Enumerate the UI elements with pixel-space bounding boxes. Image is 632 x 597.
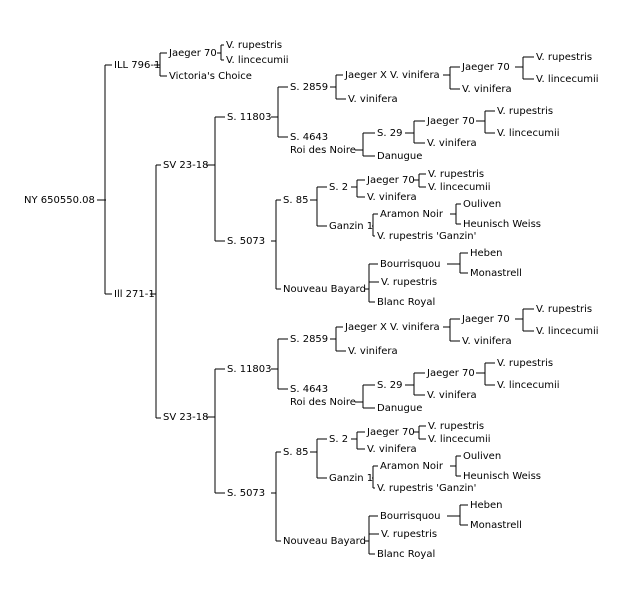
- node-label: V. lincecumii: [497, 380, 560, 391]
- node-label: S. 29: [377, 128, 402, 139]
- node-label: Nouveau Bayard: [283, 284, 366, 295]
- node-label: SV 23-18: [163, 160, 208, 171]
- node-label: V. lincecumii: [536, 74, 599, 85]
- node-label: Roi des Noire: [290, 397, 356, 408]
- node-label: Jaeger 70: [426, 116, 475, 127]
- node-label: Danugue: [377, 403, 422, 414]
- node-label: V. rupestris: [497, 106, 553, 117]
- node-label: Danugue: [377, 151, 422, 162]
- node-label: V. lincecumii: [428, 434, 491, 445]
- node-label: V. rupestris: [497, 358, 553, 369]
- node-label: V. vinifera: [348, 94, 398, 105]
- node-label: Aramon Noir: [380, 461, 444, 472]
- node-label: Jaeger 70: [366, 175, 415, 186]
- node-label: V. vinifera: [348, 346, 398, 357]
- node-label: S. 11803: [227, 364, 272, 375]
- node-label: S. 29: [377, 380, 402, 391]
- node-label: Bourrisquou: [380, 259, 441, 270]
- node-label: S. 11803: [227, 112, 272, 123]
- node-label: Victoria's Choice: [169, 71, 252, 82]
- node-label: V. vinifera: [367, 192, 417, 203]
- node-label: V. vinifera: [367, 444, 417, 455]
- node-label: Ill 271-1: [114, 289, 155, 300]
- node-label: NY 650550.08: [24, 195, 95, 206]
- node-label: S. 5073: [227, 236, 265, 247]
- node-label: V. rupestris: [428, 421, 484, 432]
- node-label: S. 2859: [290, 82, 328, 93]
- node-label: S. 5073: [227, 488, 265, 499]
- node-label: V. rupestris 'Ganzin': [377, 231, 476, 242]
- node-label: Ganzin 1: [329, 221, 373, 232]
- node-label: V. vinifera: [427, 390, 477, 401]
- node-label: V. rupestris: [428, 169, 484, 180]
- node-label: Blanc Royal: [377, 549, 435, 560]
- node-label: Jaeger 70: [168, 48, 217, 59]
- node-label: Monastrell: [470, 520, 522, 531]
- node-label: SV 23-18: [163, 412, 208, 423]
- node-label: V. rupestris: [381, 529, 437, 540]
- node-label: S. 2: [329, 434, 348, 445]
- node-label: V. lincecumii: [428, 182, 491, 193]
- node-label: Jaeger 70: [366, 427, 415, 438]
- node-label: Nouveau Bayard: [283, 536, 366, 547]
- node-label: S. 4643: [290, 384, 328, 395]
- node-label: Jaeger 70: [426, 368, 475, 379]
- node-label: Jaeger X V. vinifera: [344, 322, 440, 333]
- node-label: Bourrisquou: [380, 511, 441, 522]
- node-label: Jaeger X V. vinifera: [344, 70, 440, 81]
- node-label: Ouliven: [463, 451, 501, 462]
- node-label: Ouliven: [463, 199, 501, 210]
- node-label: Roi des Noire: [290, 145, 356, 156]
- node-label: Jaeger 70: [461, 62, 510, 73]
- node-label: V. vinifera: [462, 84, 512, 95]
- node-label: V. rupestris: [536, 52, 592, 63]
- node-label: S. 85: [283, 447, 308, 458]
- node-label: S. 4643: [290, 132, 328, 143]
- node-label: V. rupestris: [381, 277, 437, 288]
- node-label: S. 85: [283, 195, 308, 206]
- node-label: Blanc Royal: [377, 297, 435, 308]
- node-label: Aramon Noir: [380, 209, 444, 220]
- node-label: Monastrell: [470, 268, 522, 279]
- node-label: V. vinifera: [427, 138, 477, 149]
- node-label: S. 2859: [290, 334, 328, 345]
- node-label: S. 2: [329, 182, 348, 193]
- node-label: V. lincecumii: [536, 326, 599, 337]
- node-label: V. rupestris: [536, 304, 592, 315]
- node-label: ILL 796-1: [114, 60, 160, 71]
- node-label: Heben: [470, 248, 503, 259]
- node-label: Heunisch Weiss: [463, 219, 541, 230]
- node-label: V. vinifera: [462, 336, 512, 347]
- node-label: V. rupestris 'Ganzin': [377, 483, 476, 494]
- node-label: Heunisch Weiss: [463, 471, 541, 482]
- node-label: V. lincecumii: [497, 128, 560, 139]
- node-label: Jaeger 70: [461, 314, 510, 325]
- node-label: Heben: [470, 500, 503, 511]
- node-label: V. lincecumii: [226, 55, 289, 66]
- node-label: V. rupestris: [226, 40, 282, 51]
- node-label: Ganzin 1: [329, 473, 373, 484]
